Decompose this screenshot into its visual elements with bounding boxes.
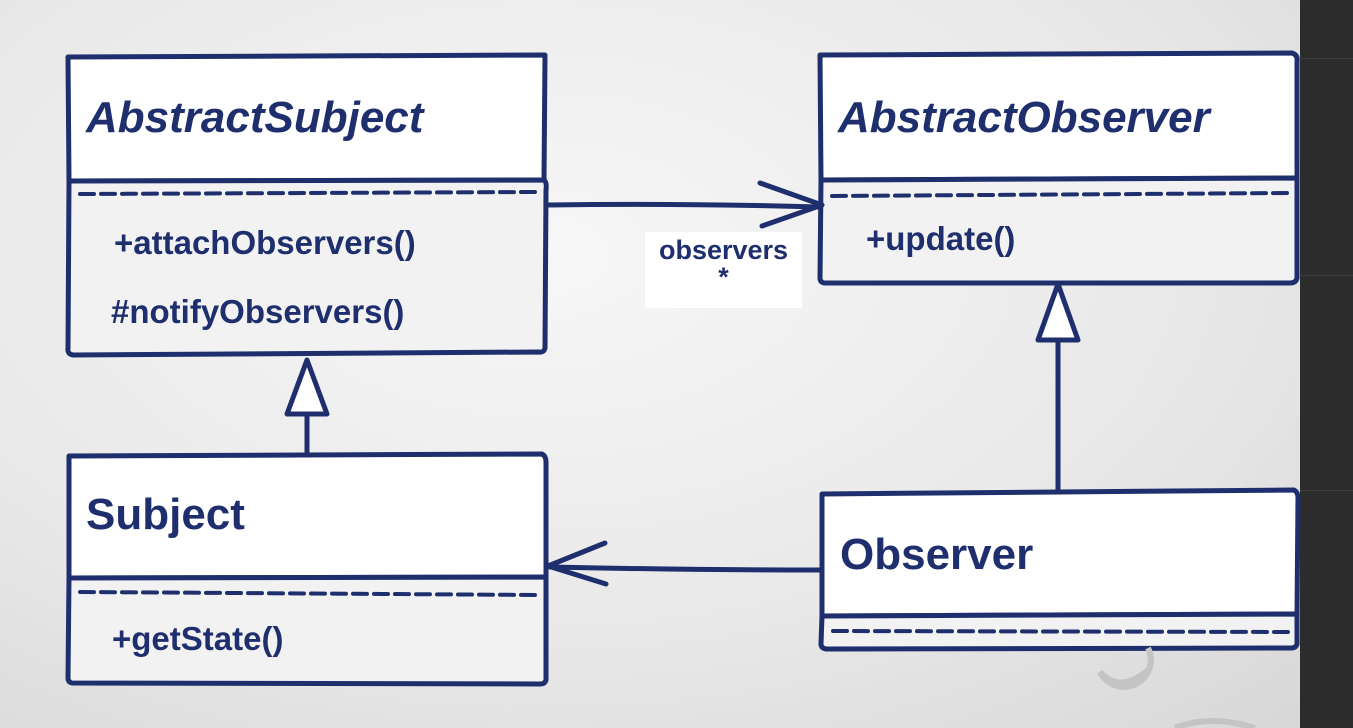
association-role: observers	[658, 235, 789, 265]
observer-class-box	[818, 487, 1301, 652]
get-state-method: +getState()	[112, 620, 284, 657]
attach-observers-method: +attachObservers()	[114, 224, 416, 261]
abstract-subject-class-box	[65, 52, 549, 358]
abstract-observer-name: AbstractObserver	[838, 93, 1210, 142]
presentation-side-strip	[1300, 0, 1353, 728]
generalization-observer-to-abstract-observer	[1035, 281, 1081, 493]
association-arrow	[545, 180, 825, 229]
association-label: observers *	[645, 232, 802, 308]
abstract-subject-name: AbstractSubject	[86, 93, 424, 142]
generalization-subject-to-abstract-subject	[284, 357, 330, 457]
observer-name: Observer	[840, 530, 1034, 579]
association-multiplicity: *	[718, 262, 729, 292]
abstract-observer-class-box	[817, 50, 1300, 286]
update-method: +update()	[866, 220, 1016, 257]
notify-observers-method: #notifyObservers()	[111, 293, 405, 330]
decoration-circles	[1097, 646, 1256, 728]
subject-name: Subject	[86, 490, 245, 539]
observer-to-subject-arrow	[545, 540, 823, 587]
subject-class-box	[65, 451, 549, 687]
